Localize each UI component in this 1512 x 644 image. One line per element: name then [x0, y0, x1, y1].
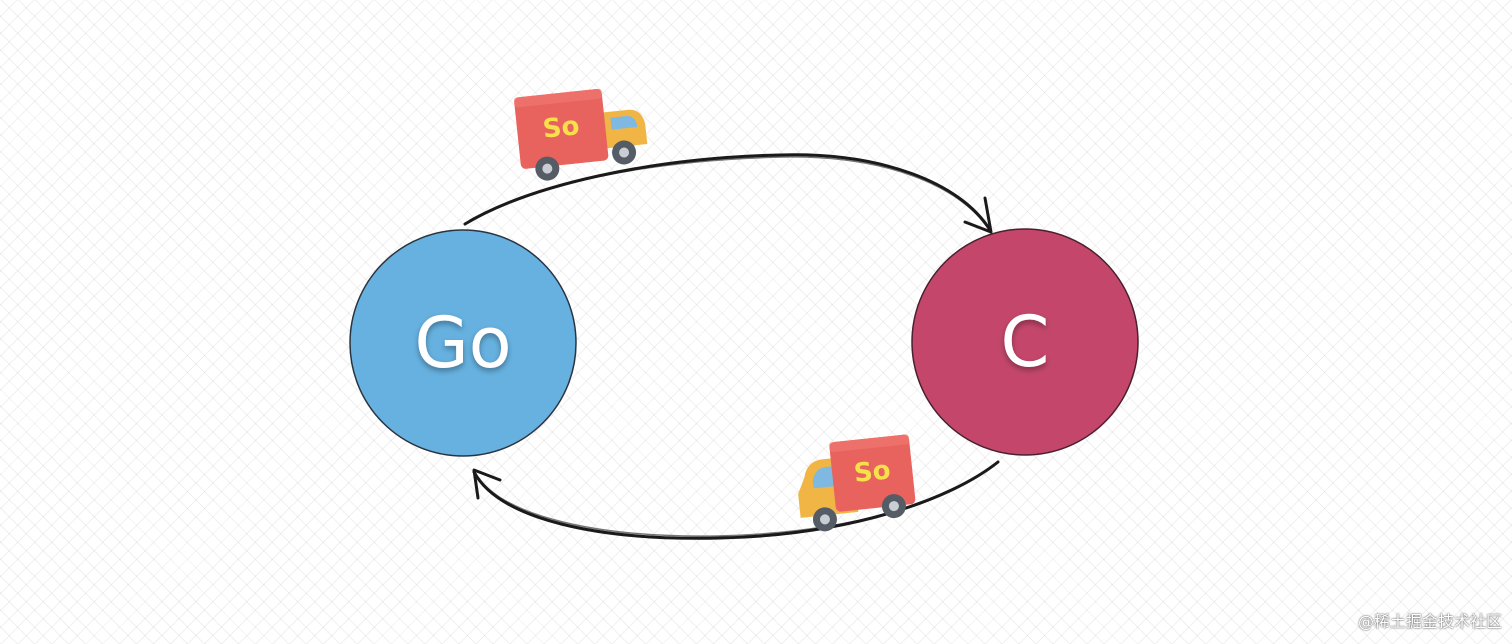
truck-bottom-label: So [853, 455, 893, 489]
node-c-label: C [1001, 301, 1050, 383]
arrow-go-to-c [463, 153, 993, 234]
truck-top-icon: So [514, 88, 648, 181]
node-c: C [911, 228, 1139, 456]
node-go: Go [349, 229, 577, 457]
truck-top-label: So [541, 111, 581, 145]
watermark: @稀土掘金技术社区 [1357, 612, 1502, 631]
arrow-c-to-go [472, 460, 1000, 540]
arrowhead-left [472, 468, 502, 500]
node-c-circle [911, 228, 1139, 456]
node-go-circle [349, 229, 577, 457]
truck-bottom-icon: So [798, 434, 916, 532]
node-go-label: Go [414, 302, 511, 384]
arrowhead-right [963, 196, 993, 234]
